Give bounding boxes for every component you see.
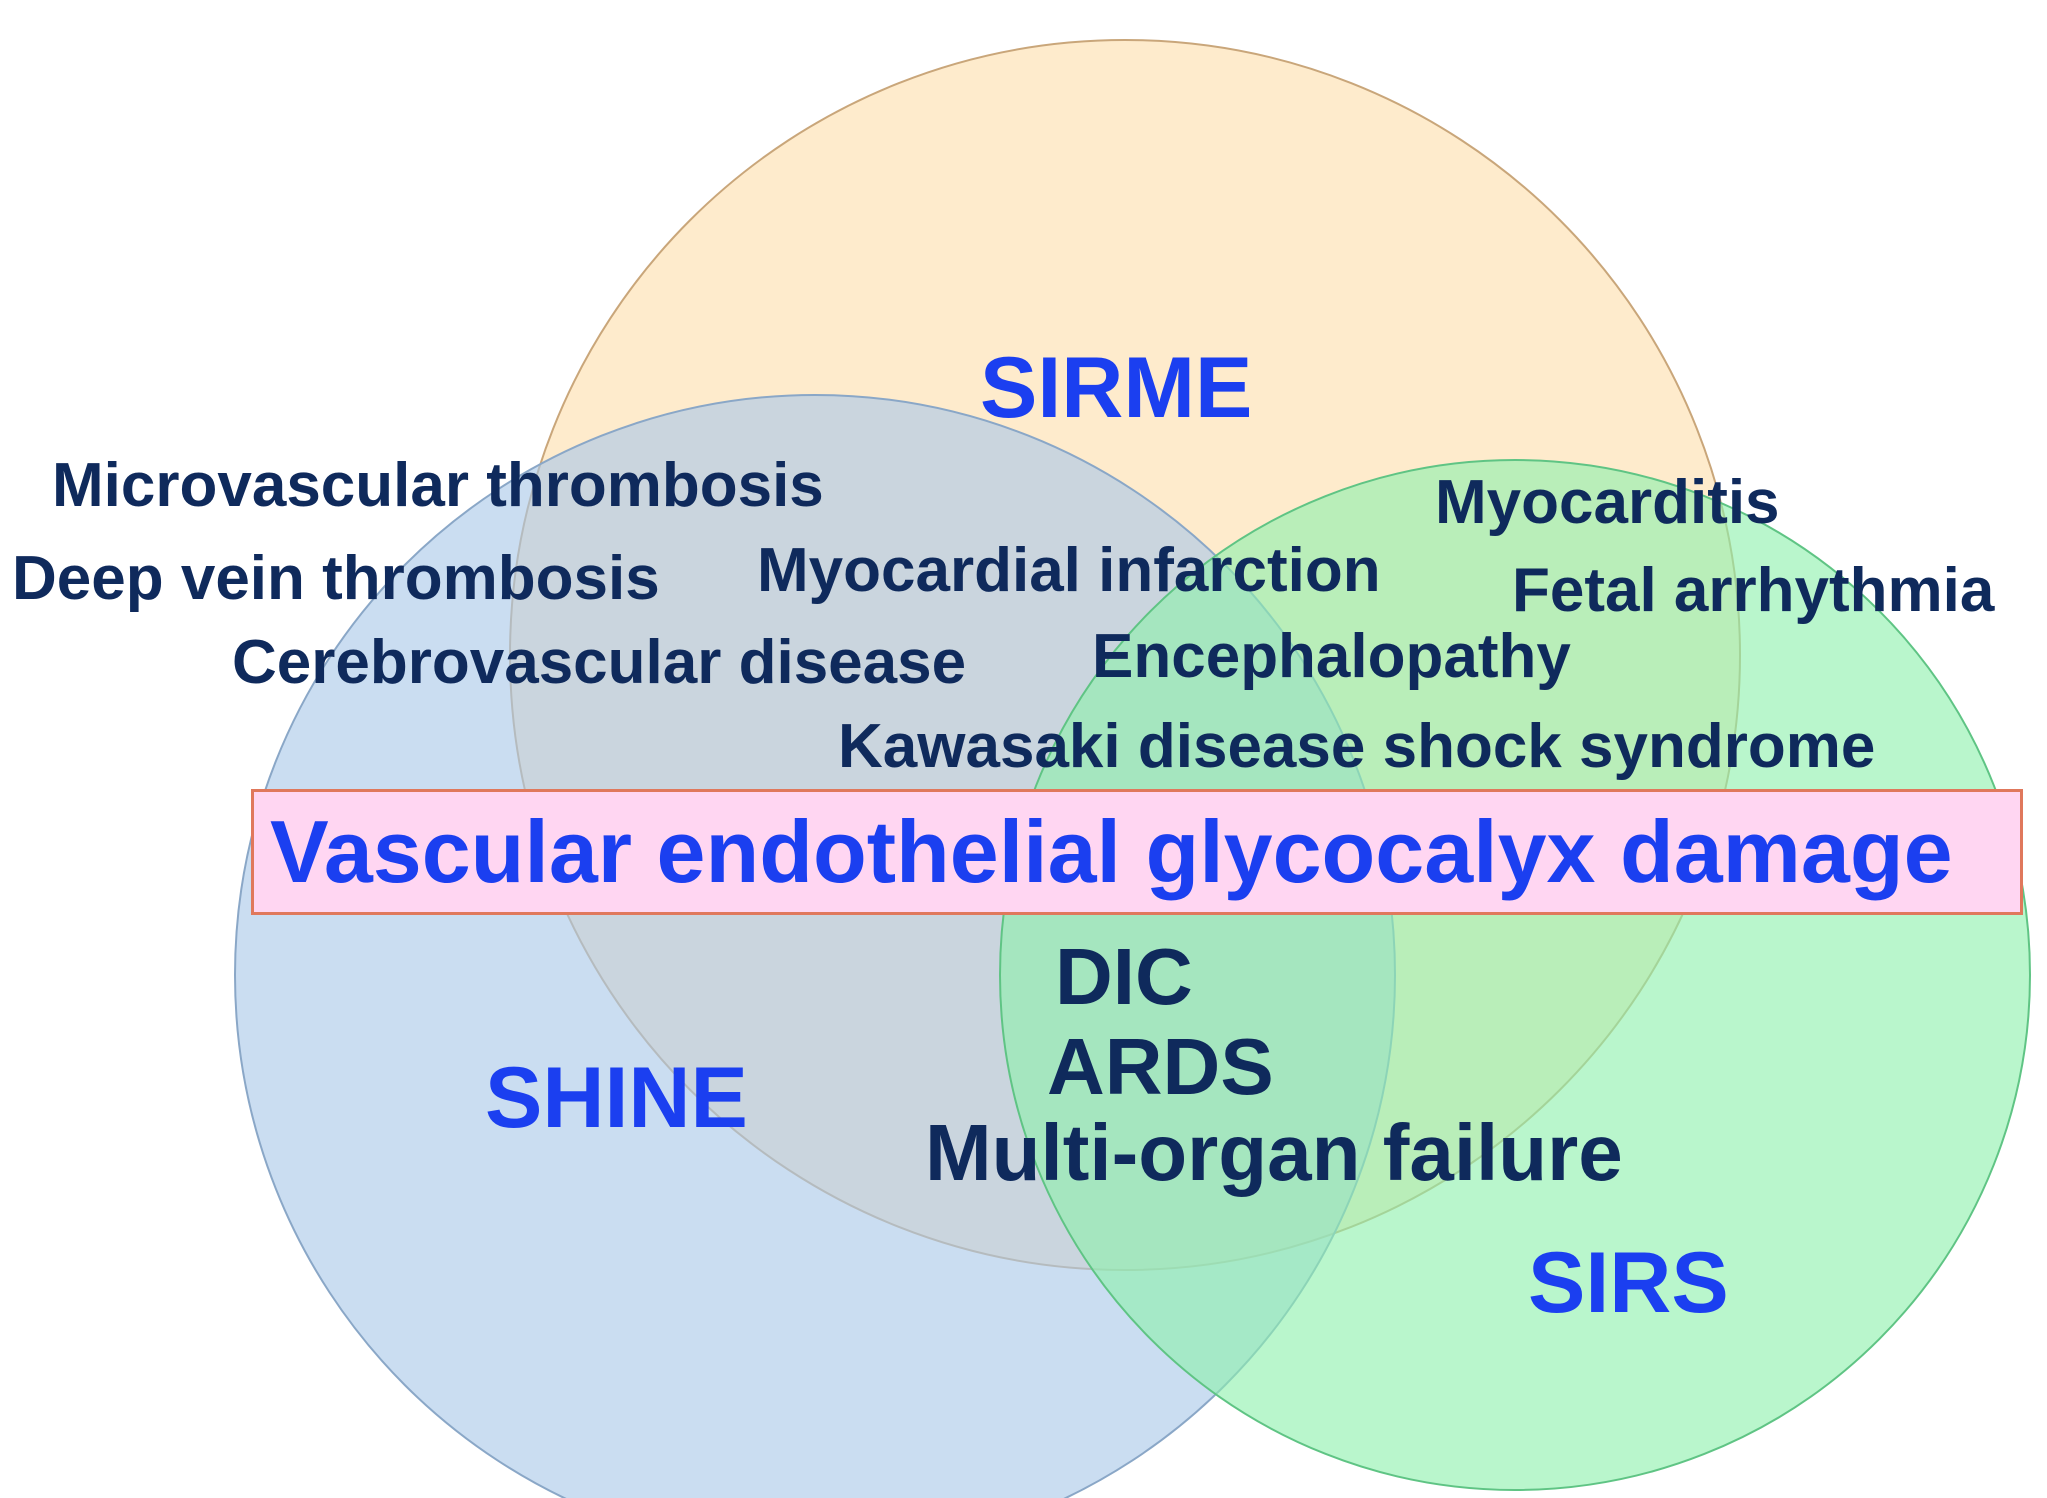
condition-ards: ARDS	[1047, 1022, 1274, 1111]
condition-myocardial-infarction: Myocardial infarction	[757, 536, 1381, 605]
condition-encephalopathy: Encephalopathy	[1092, 622, 1571, 691]
glycocalyx-damage-banner	[251, 789, 2023, 915]
condition-fetal-arrhythmia: Fetal arrhythmia	[1512, 556, 1995, 625]
sirme-label: SIRME	[980, 340, 1253, 436]
condition-dic: DIC	[1055, 932, 1193, 1021]
condition-multi-organ-failure: Multi-organ failure	[925, 1108, 1623, 1197]
sirs-label: SIRS	[1528, 1235, 1729, 1331]
condition-kawasaki-disease-shock-syndrome: Kawasaki disease shock syndrome	[838, 712, 1876, 781]
condition-deep-vein-thrombosis: Deep vein thrombosis	[12, 544, 660, 613]
condition-myocarditis: Myocarditis	[1435, 468, 1780, 537]
condition-cerebrovascular-disease: Cerebrovascular disease	[232, 628, 967, 697]
condition-microvascular-thrombosis: Microvascular thrombosis	[52, 451, 824, 520]
glycocalyx-damage-label: Vascular endothelial glycocalyx damage	[270, 802, 1953, 901]
sirs-circle	[999, 459, 2031, 1491]
shine-label: SHINE	[485, 1050, 748, 1146]
